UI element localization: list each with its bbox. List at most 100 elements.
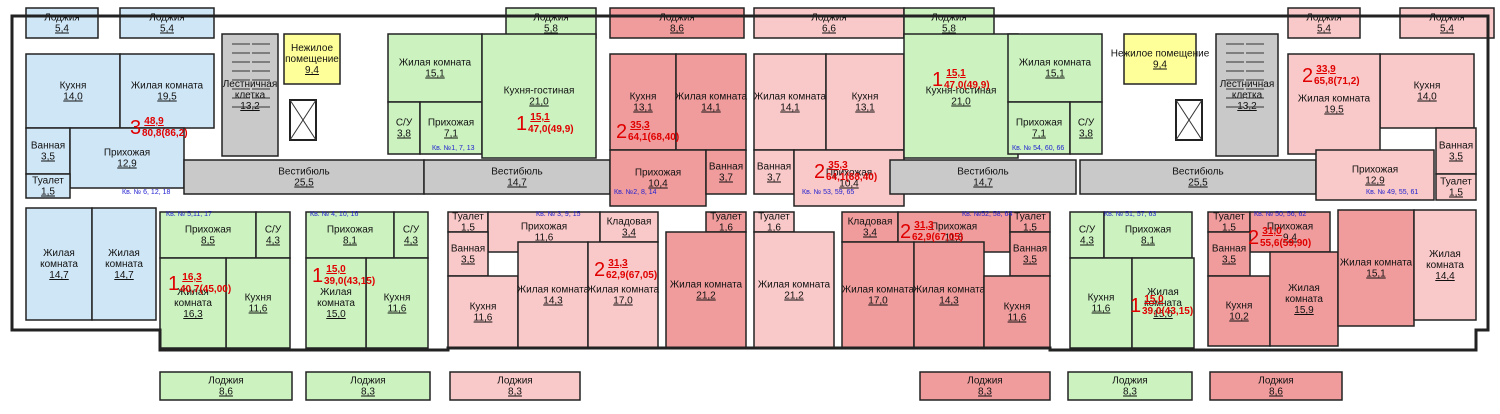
room-area [609,149,707,207]
room-area [1287,53,1381,155]
room-name: Прихожая [327,225,373,236]
room-name: Лоджия [811,13,846,24]
apartment-total-area: 80,8(86,2) [142,128,188,139]
room-area-label: 15,1 [425,69,445,80]
room-name: Кухня [384,293,411,304]
flat-numbers-label: Кв. № 51, 57, 63 [1104,211,1156,218]
room-area [1399,7,1495,39]
stair-icon [232,43,270,108]
elevator-icon [1175,99,1203,141]
room-area-label: 4,3 [404,236,418,247]
room-area-label: 8,5 [201,236,215,247]
room-area-label: 3,5 [1023,255,1037,266]
room-area-label: 21,0 [529,97,549,108]
room-area-label: 14,4 [1435,271,1455,282]
room-name: Прихожая [104,148,150,159]
room-name: Жилая комната [399,58,472,69]
room-name: комната [317,298,355,309]
flat-numbers-label: Кв. № 5,11, 17 [166,211,212,218]
room-name: Прихожая [1267,222,1313,233]
room-name: комната [40,259,78,270]
room-area [1435,127,1477,175]
apartment-total-area: 64,1(68,40) [826,172,877,183]
room-area [25,173,71,199]
room-name: Кухня [1414,81,1441,92]
room-area [1209,371,1343,401]
room-area [609,7,745,39]
room-area [1007,33,1103,103]
room-area-label: 17,0 [868,296,888,307]
flat-numbers-label: Кв. № 54, 60, 66 [1012,145,1064,152]
room-name: Вестибюль [1172,166,1223,178]
apartment-rooms: 2 [1248,227,1259,249]
room-area [305,257,367,349]
room-area-label: 11,6 [249,304,268,315]
apartment-rooms: 1 [312,265,323,287]
room-area [1069,101,1103,155]
room-area-label: 3,5 [41,152,55,163]
room-area [25,7,99,39]
room-name: Жилая комната [754,92,827,103]
apartment-living-area: 31,3 [608,258,628,269]
room-area-label: 19,5 [157,92,177,103]
room-name: Лоджия [44,13,79,24]
room-name: Жилая [177,287,209,298]
room-area-label: 8,3 [1123,387,1137,398]
room-name: Кухня [470,302,497,313]
flat-numbers-label: Кв. № 6, 12, 18 [122,189,170,196]
apartment-total-area: 47,0(49,9) [944,80,990,91]
room: С/У4,3 [393,211,429,259]
room-name: Туалет [758,212,790,223]
room-area [447,275,519,349]
room-area-label: 11,6 [945,233,964,244]
apartment-living-area: 31,3 [914,220,934,231]
room-area-label: 14,1 [701,103,721,114]
room-area-label: 17,0 [613,296,633,307]
room-area-label: 14,3 [939,296,959,307]
apartment-total-area: 64,1(68,40) [628,132,679,143]
room-area-label: 3,7 [719,173,733,184]
room-area [1009,231,1051,277]
room-name: Жилая комната [1340,258,1413,269]
room-area [1315,149,1435,201]
room-name: С/У [396,118,413,129]
room-name: Туалет [32,176,64,187]
flat-numbers-label: Кв. №1, 7, 13 [432,145,475,152]
room-name: Ванная [31,141,65,152]
room-name: клетка [235,90,266,101]
room-name: Нежилое [291,43,333,54]
room-area [1079,159,1317,195]
apartment-living-area: 31,0 [1262,226,1282,237]
room-name: Лоджия [350,376,385,387]
room-area [1103,211,1193,259]
room: С/У4,3 [1069,211,1105,259]
room-area [1131,257,1195,349]
flat-numbers-label: Кв. № 53, 59, 65 [802,189,854,196]
room-area-label: 9,4 [1283,233,1297,244]
room-name: Лоджия [533,13,568,24]
apartment-living-area: 15,1 [530,112,550,123]
flat-numbers-label: Кв. №2, 8, 14 [614,189,657,196]
room-area [255,211,291,259]
